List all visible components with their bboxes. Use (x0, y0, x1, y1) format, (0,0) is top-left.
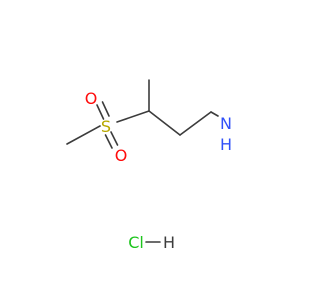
bond-ch2-ch2 (179, 111, 212, 136)
bonds (66, 79, 219, 243)
atom-amine-hydrogen: H (220, 135, 232, 154)
atom-sulfur: S (101, 117, 111, 136)
structure-canvas: S O O N H Cl H (66, 79, 232, 252)
atom-chlorine: Cl (128, 233, 144, 252)
molecule-structure: S O O N H Cl H (66, 79, 232, 252)
bond-s-methyl (66, 125, 101, 145)
bond-s-o-bottom-a (104, 134, 113, 149)
bond-s-o-top-b (101, 101, 110, 117)
atom-nitrogen: N (220, 114, 232, 133)
atom-salt-hydrogen: H (163, 233, 175, 252)
bond-ch2-n (210, 111, 219, 117)
bond-s-o-bottom-b (110, 131, 119, 146)
bond-ch-ch2 (148, 110, 181, 136)
atom-labels: S O O N H Cl H (85, 89, 232, 252)
atom-oxygen-bottom: O (115, 146, 128, 165)
bond-s-o-top-a (96, 104, 105, 120)
bond-s-ch (116, 110, 150, 123)
atom-oxygen-top: O (85, 89, 98, 108)
